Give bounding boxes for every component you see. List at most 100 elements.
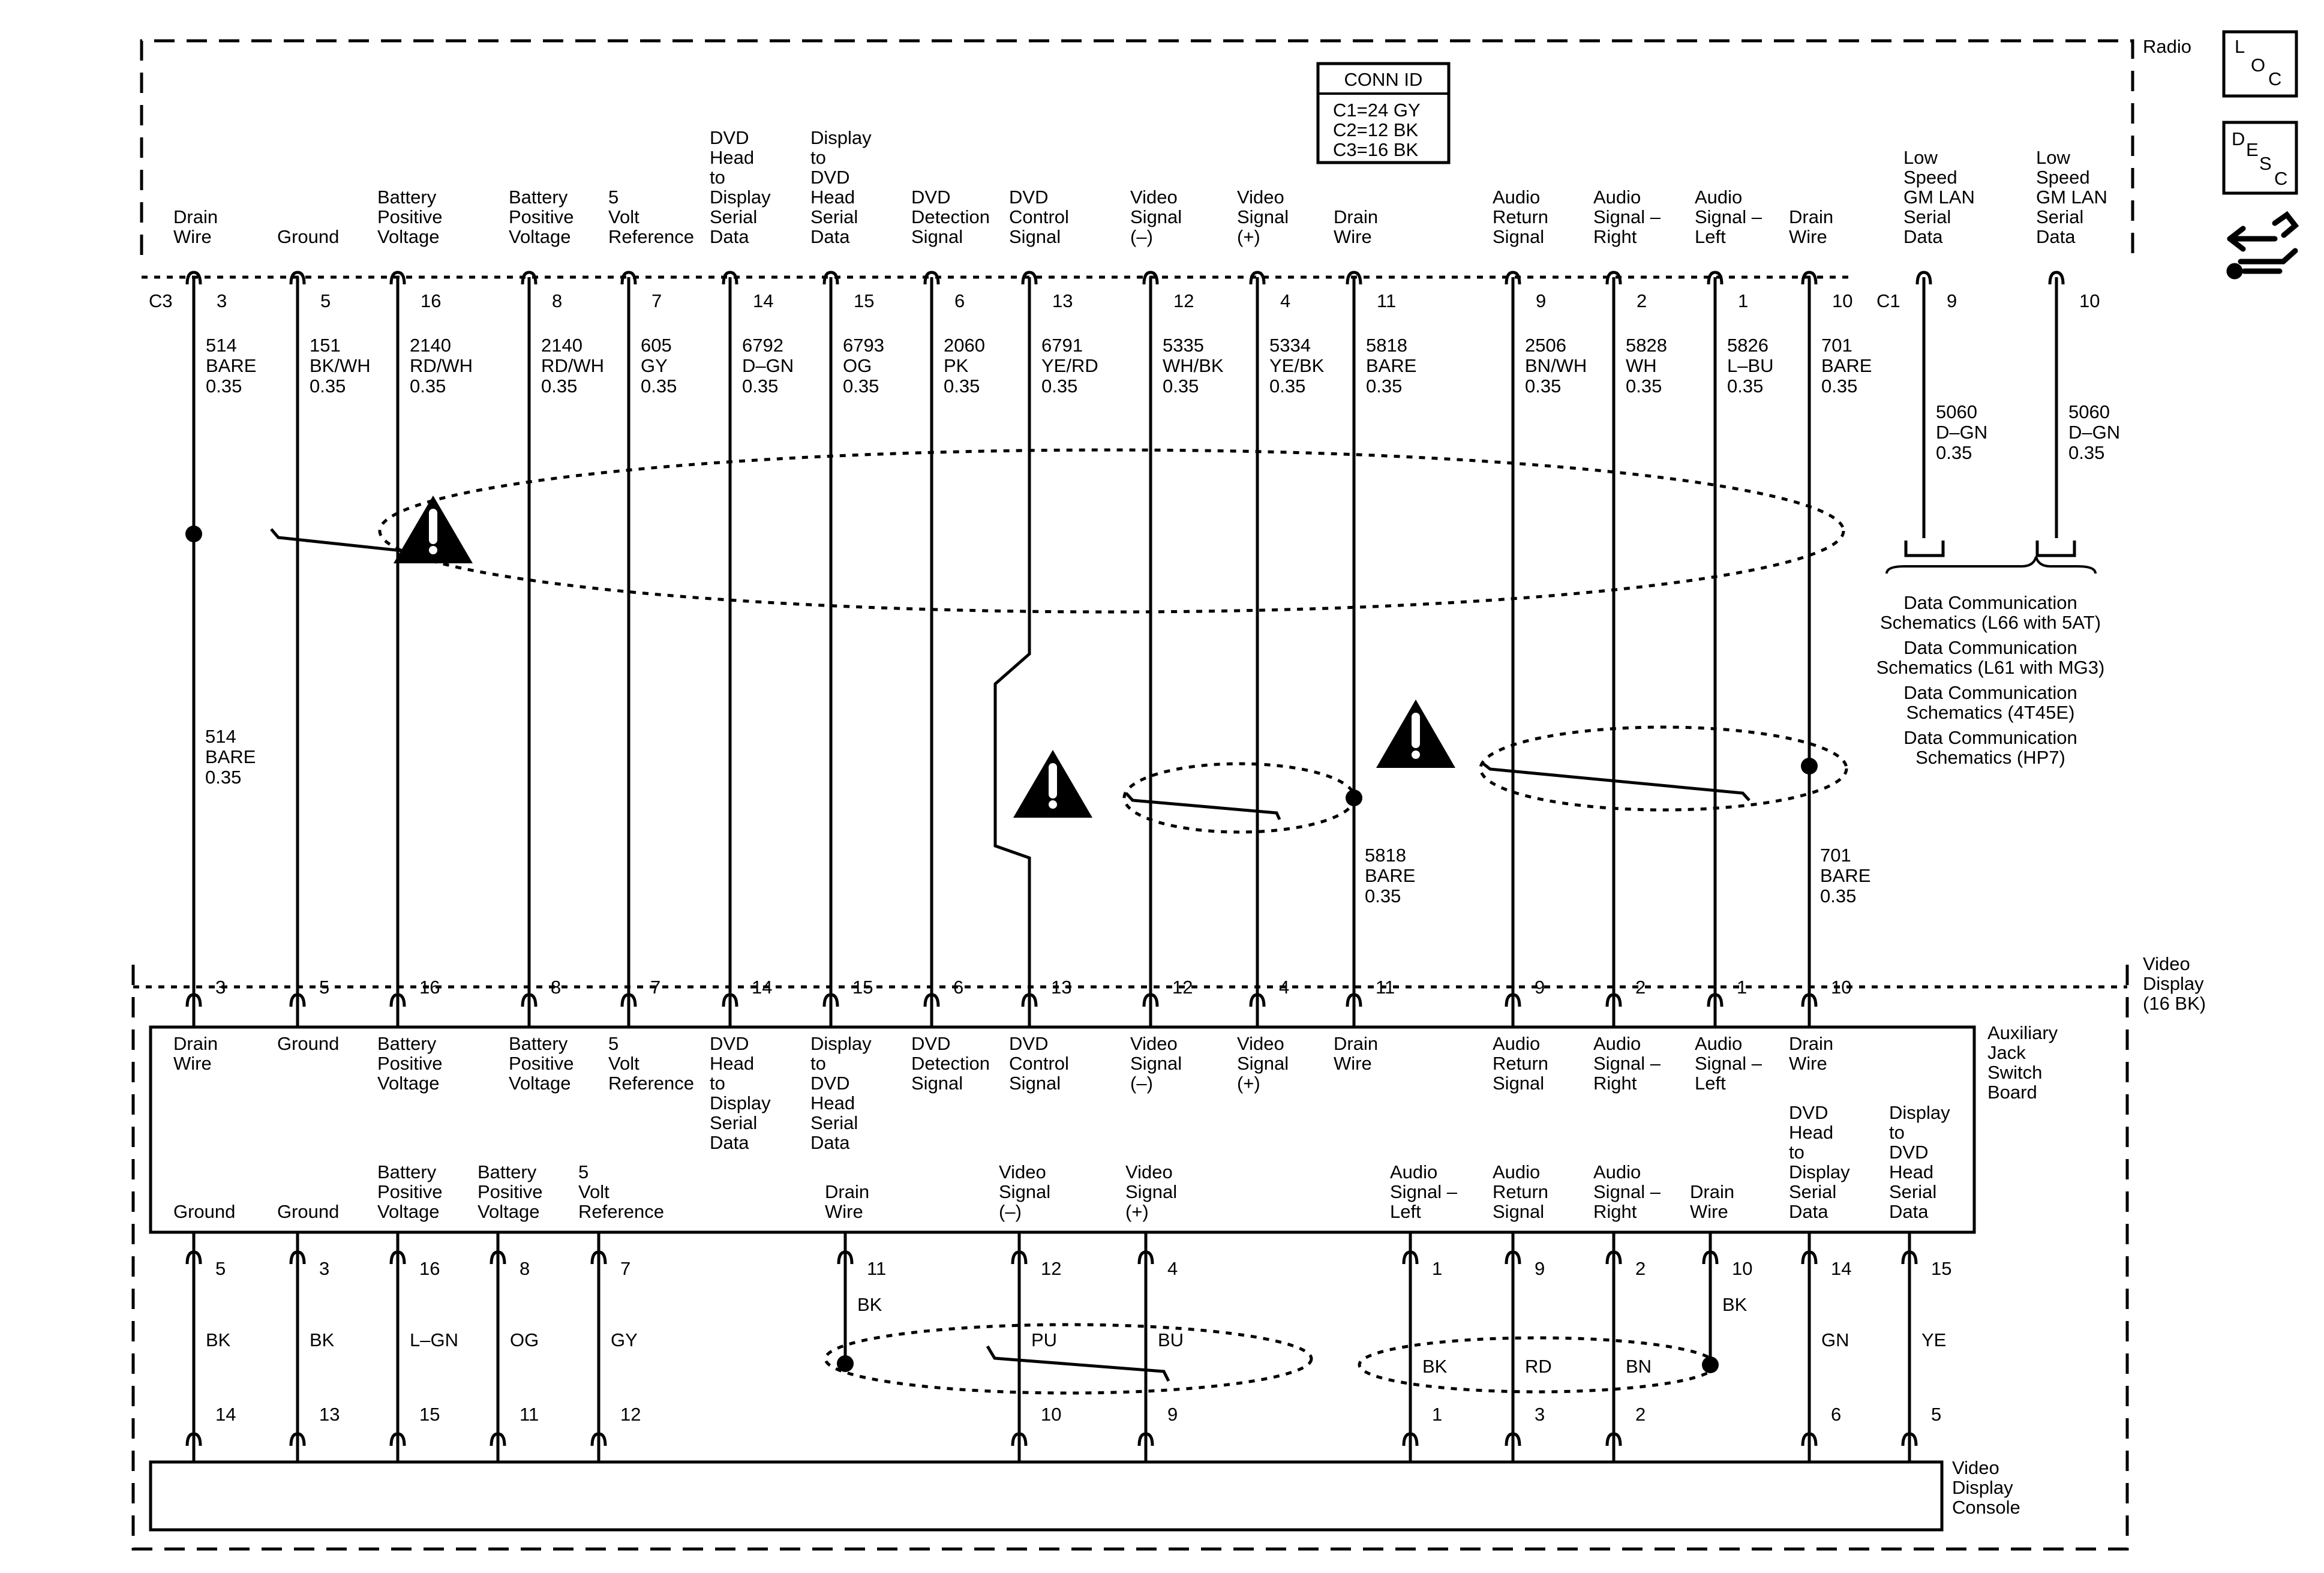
video-display-connector-pin [1505,993,1521,1007]
pin-function-label: Audio [1695,187,1742,208]
pin-number: 11 [520,1404,539,1425]
pin-number: 4 [1279,977,1289,998]
pin-number: 9 [1947,290,1957,311]
wire-label: 5818 [1366,335,1407,356]
pin-number: 10 [1831,977,1851,998]
video-display-connector-pin [1605,993,1622,1007]
pin-number: 10 [1832,290,1852,311]
wire-color-label: GN [1821,1329,1849,1350]
board-function-label: Display [710,1092,771,1113]
data-comm-ref: Schematics (HP7) [1915,747,2065,768]
pin-function-label: Signal – [1593,206,1661,227]
pin-function-label: Positive [377,206,443,227]
board-function-label: Drain [1690,1181,1734,1202]
hand-tool-icon[interactable] [2226,211,2299,280]
console-connector-pin [1901,1432,1918,1446]
pin-number: 4 [1167,1258,1178,1279]
board-function-label: Drain [1334,1033,1378,1054]
board-function-label: Signal [999,1181,1050,1202]
pin-number: 5 [215,1258,226,1279]
board-connector-pin [590,1250,607,1265]
board-function-label: Reference [578,1201,664,1222]
pin-function-label: Wire [1789,226,1827,247]
radio-connector-pin [1605,271,1622,285]
pin-number: 3 [1535,1404,1545,1425]
svg-text:L: L [2235,36,2245,57]
desc-icon[interactable]: D E S C [2222,121,2298,195]
pin-function-label: Battery [377,187,437,208]
board-function-label: Audio [1493,1033,1540,1054]
board-function-label: to [1889,1122,1905,1143]
video-display-pin: 16 [389,977,440,1027]
video-display-pin: 8 [521,977,561,1027]
board-function-label: Video [1237,1033,1284,1054]
console-name: Video Display Console [1952,1457,2020,1518]
conn-id-box: CONN ID C1=24 GY C2=12 BK C3=16 BK [1316,62,1451,164]
wire-label: 5826 [1727,335,1768,356]
wire-label: 0.35 [1366,376,1402,397]
pin-number: 1 [1432,1258,1442,1279]
board-function-label: 5 [608,1033,618,1054]
radio-connector-pin [1249,271,1266,285]
board-function-label: Wire [173,1053,212,1074]
video-display-connector-pin [1249,993,1266,1007]
board-function-label: Serial [1789,1181,1836,1202]
splice-dot [185,526,202,542]
radio-connector-pin [2048,271,2065,285]
pin-function-label: Battery [509,187,568,208]
board-function-label: Voltage [377,1201,439,1222]
pin-number: 7 [650,977,660,998]
board-function-label: to [1789,1142,1804,1163]
pin-number: 12 [620,1404,641,1425]
pin-function-label: Video [1130,187,1178,208]
pin-number: 6 [953,977,963,998]
pin-number: 1 [1738,290,1748,311]
pin-number: 16 [421,290,441,311]
board-function-label: Video [1125,1161,1173,1182]
loc-icon[interactable]: L O C [2222,30,2298,98]
board-function-label: Return [1493,1181,1548,1202]
board-function-label: Display [810,1033,872,1054]
wire-label: D–GN [2068,422,2120,443]
pin-function-label: to [710,167,725,188]
pin-number: 8 [551,977,561,998]
wire-label: GY [641,355,668,376]
data-comm-ref: Data Communication [1903,637,2077,658]
svg-text:Console: Console [1952,1497,2020,1518]
twisted-pair-marker [986,1345,1170,1382]
pin-number: 8 [552,290,562,311]
board-function-label: DVD [1009,1033,1048,1054]
board-function-label: Positive [509,1053,574,1074]
svg-text:Switch: Switch [1987,1062,2042,1083]
board-function-label: Left [1695,1073,1726,1094]
pin-function-label: Serial [1903,206,1951,227]
board-function-label: Voltage [509,1073,571,1094]
board-connector-pin [1137,1250,1154,1265]
conn-id-line: C2=12 BK [1333,119,1419,140]
pin-function-label: Drain [1334,206,1378,227]
pin-number: 6 [1831,1404,1841,1425]
pin-function-label: Signal [1493,226,1544,247]
board-connector-pin [389,1250,406,1265]
twisted-pair-marker [1125,792,1281,821]
pin-function-label: Data [1903,226,1943,247]
svg-text:514: 514 [205,726,236,747]
svg-text:BARE: BARE [1820,865,1870,886]
video-display-connector-pin [289,993,306,1007]
pin-function-label: Serial [810,206,858,227]
board-function-label: Audio [1593,1033,1641,1054]
svg-text:Display: Display [2143,973,2204,994]
pin-function-label: Reference [608,226,694,247]
board-connector-pin [1702,1250,1719,1265]
pin-function-label: Left [1695,226,1726,247]
pin-number: 9 [1536,290,1546,311]
pin-function-label: to [810,147,826,168]
board-function-label: Left [1390,1201,1421,1222]
